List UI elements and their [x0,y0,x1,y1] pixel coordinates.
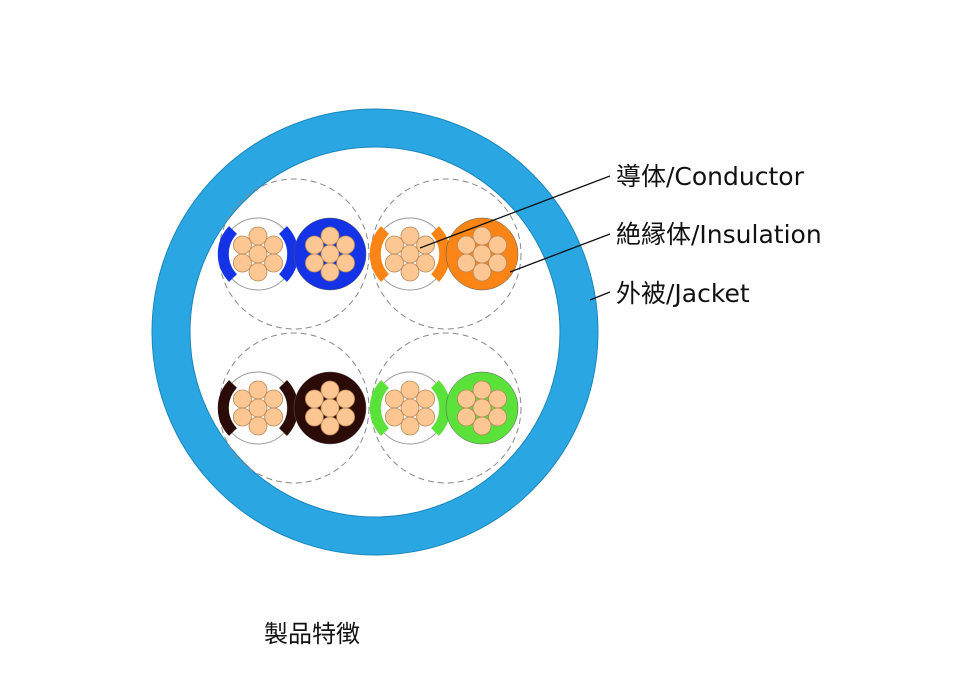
green-pair [369,332,522,484]
striped-conductor-strand [248,262,268,282]
insulation-label: 絶縁体/Insulation [616,220,822,249]
solid-conductor-strand [320,398,340,418]
conductor-label: 導体/Conductor [616,162,804,191]
solid-conductor-strand [472,398,492,418]
striped-conductor-strand [384,235,404,255]
stripe-right [278,226,299,282]
blue-pair [217,178,370,330]
striped-conductor-strand [264,389,284,409]
solid-conductor-strand [456,253,476,273]
caption: 製品特徴 [264,620,360,648]
solid-conductor-strand [472,226,492,246]
solid-conductor-strand [488,389,508,409]
solid-conductor-strand [320,416,340,436]
striped-conductor-strand [384,407,404,427]
striped-conductor-strand [232,253,252,273]
solid-conductor-strand [304,253,324,273]
twisted-pairs [217,178,522,484]
jacket-outer-edge [151,108,599,556]
striped-conductor-strand [264,253,284,273]
striped-conductor-strand [384,389,404,409]
striped-conductor-strand [264,235,284,255]
solid-conductor-strand [472,380,492,400]
striped-conductor-strand [232,235,252,255]
striped-conductor-strand [416,407,436,427]
solid-conductor-strand [456,407,476,427]
striped-conductor-strand [248,244,268,264]
conductor-leader [419,175,611,249]
striped-conductor-strand [400,380,420,400]
stripe-left [369,226,390,282]
striped-conductor-strand [264,407,284,427]
striped-conductor-strand [232,407,252,427]
stripe-right [430,226,451,282]
jacket-ring [152,109,598,555]
solid-conductor-strand [472,262,492,282]
striped-conductor-strand [248,416,268,436]
solid-conductor-strand [456,235,476,255]
solid-conductor-strand [304,235,324,255]
striped-conductor-strand [400,398,420,418]
jacket-label: 外被/Jacket [616,279,750,308]
striped-conductor-strand [400,226,420,246]
solid-conductor-strand [336,407,356,427]
striped-conductor-strand [416,235,436,255]
striped-conductor-strand [416,389,436,409]
solid-conductor-strand [488,235,508,255]
solid-conductor-strand [320,380,340,400]
jacket-leader [589,291,611,301]
jacket-inner-edge [189,146,561,518]
stripe-left [217,380,238,436]
solid-conductor-strand [488,253,508,273]
solid-conductor-strand [336,235,356,255]
cable-jacket [151,108,599,556]
striped-conductor-strand [400,416,420,436]
solid-conductor-strand [488,407,508,427]
striped-conductor-strand [400,244,420,264]
stripe-right [430,380,451,436]
solid-conductor-strand [472,416,492,436]
striped-conductor-strand [232,389,252,409]
solid-conductor-strand [304,407,324,427]
solid-conductor-strand [320,262,340,282]
stripe-right [278,380,299,436]
orange-pair [369,178,522,330]
solid-conductor-strand [304,389,324,409]
striped-conductor-strand [416,253,436,273]
solid-conductor-strand [336,389,356,409]
solid-conductor-strand [456,389,476,409]
solid-conductor-strand [320,244,340,264]
solid-conductor-strand [320,226,340,246]
striped-conductor-strand [384,253,404,273]
solid-conductor-strand [472,244,492,264]
striped-conductor-strand [400,262,420,282]
stripe-left [217,226,238,282]
insulation-leader [509,233,611,273]
brown-pair [217,332,370,484]
solid-conductor-strand [336,253,356,273]
striped-conductor-strand [248,380,268,400]
stripe-left [369,380,390,436]
striped-conductor-strand [248,398,268,418]
leader-lines [419,175,611,301]
striped-conductor-strand [248,226,268,246]
